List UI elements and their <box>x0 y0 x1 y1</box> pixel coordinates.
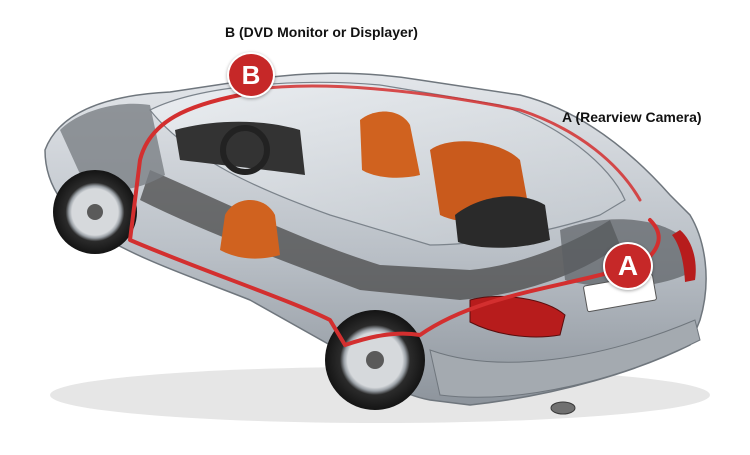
rear-bumper <box>429 319 701 398</box>
rear-wheel-hub <box>366 351 384 369</box>
exhaust-pipe <box>550 401 576 415</box>
rear-light <box>469 296 566 338</box>
front-seat-right <box>360 111 420 178</box>
monitor-caption: B (DVD Monitor or Displayer) <box>225 24 418 40</box>
interior-floor <box>140 170 620 300</box>
wiring-cable <box>128 93 661 347</box>
front-seat-left <box>220 200 280 259</box>
wiring-cable-roof <box>248 84 642 202</box>
front-wheel-hub <box>87 204 103 220</box>
badge-a-camera: A <box>603 242 653 290</box>
steering-wheel <box>220 125 270 175</box>
rear-seat-back <box>455 196 550 248</box>
camera-caption: A (Rearview Camera) <box>562 109 702 125</box>
dashboard <box>175 121 305 175</box>
badge-b-monitor: B <box>227 52 275 98</box>
rear-light-right <box>672 230 696 282</box>
